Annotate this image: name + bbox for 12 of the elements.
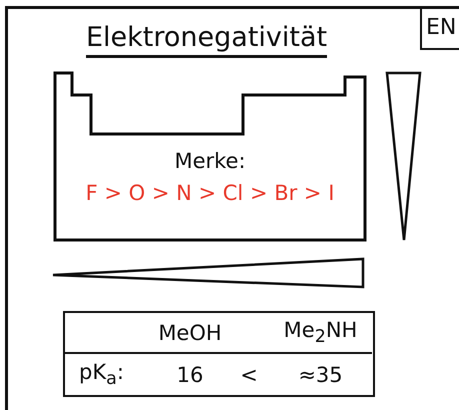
table-value: < <box>240 362 258 386</box>
table-value: 16 <box>176 362 204 386</box>
triangle-wedge <box>52 258 364 288</box>
column-header: Me$_{2}$NH <box>284 318 358 348</box>
box-label: EN <box>426 15 456 40</box>
column-header: MeOH <box>158 320 222 344</box>
row-header: pK$_{a}$: <box>79 360 124 390</box>
note-heading: Merke: <box>173 149 247 173</box>
table-value: ≈35 <box>298 362 343 386</box>
electronegativity-order: F > O > N > Cl > Br > I <box>84 181 336 205</box>
triangle-wedge <box>386 72 422 242</box>
title: Elektronegativität <box>86 22 328 58</box>
